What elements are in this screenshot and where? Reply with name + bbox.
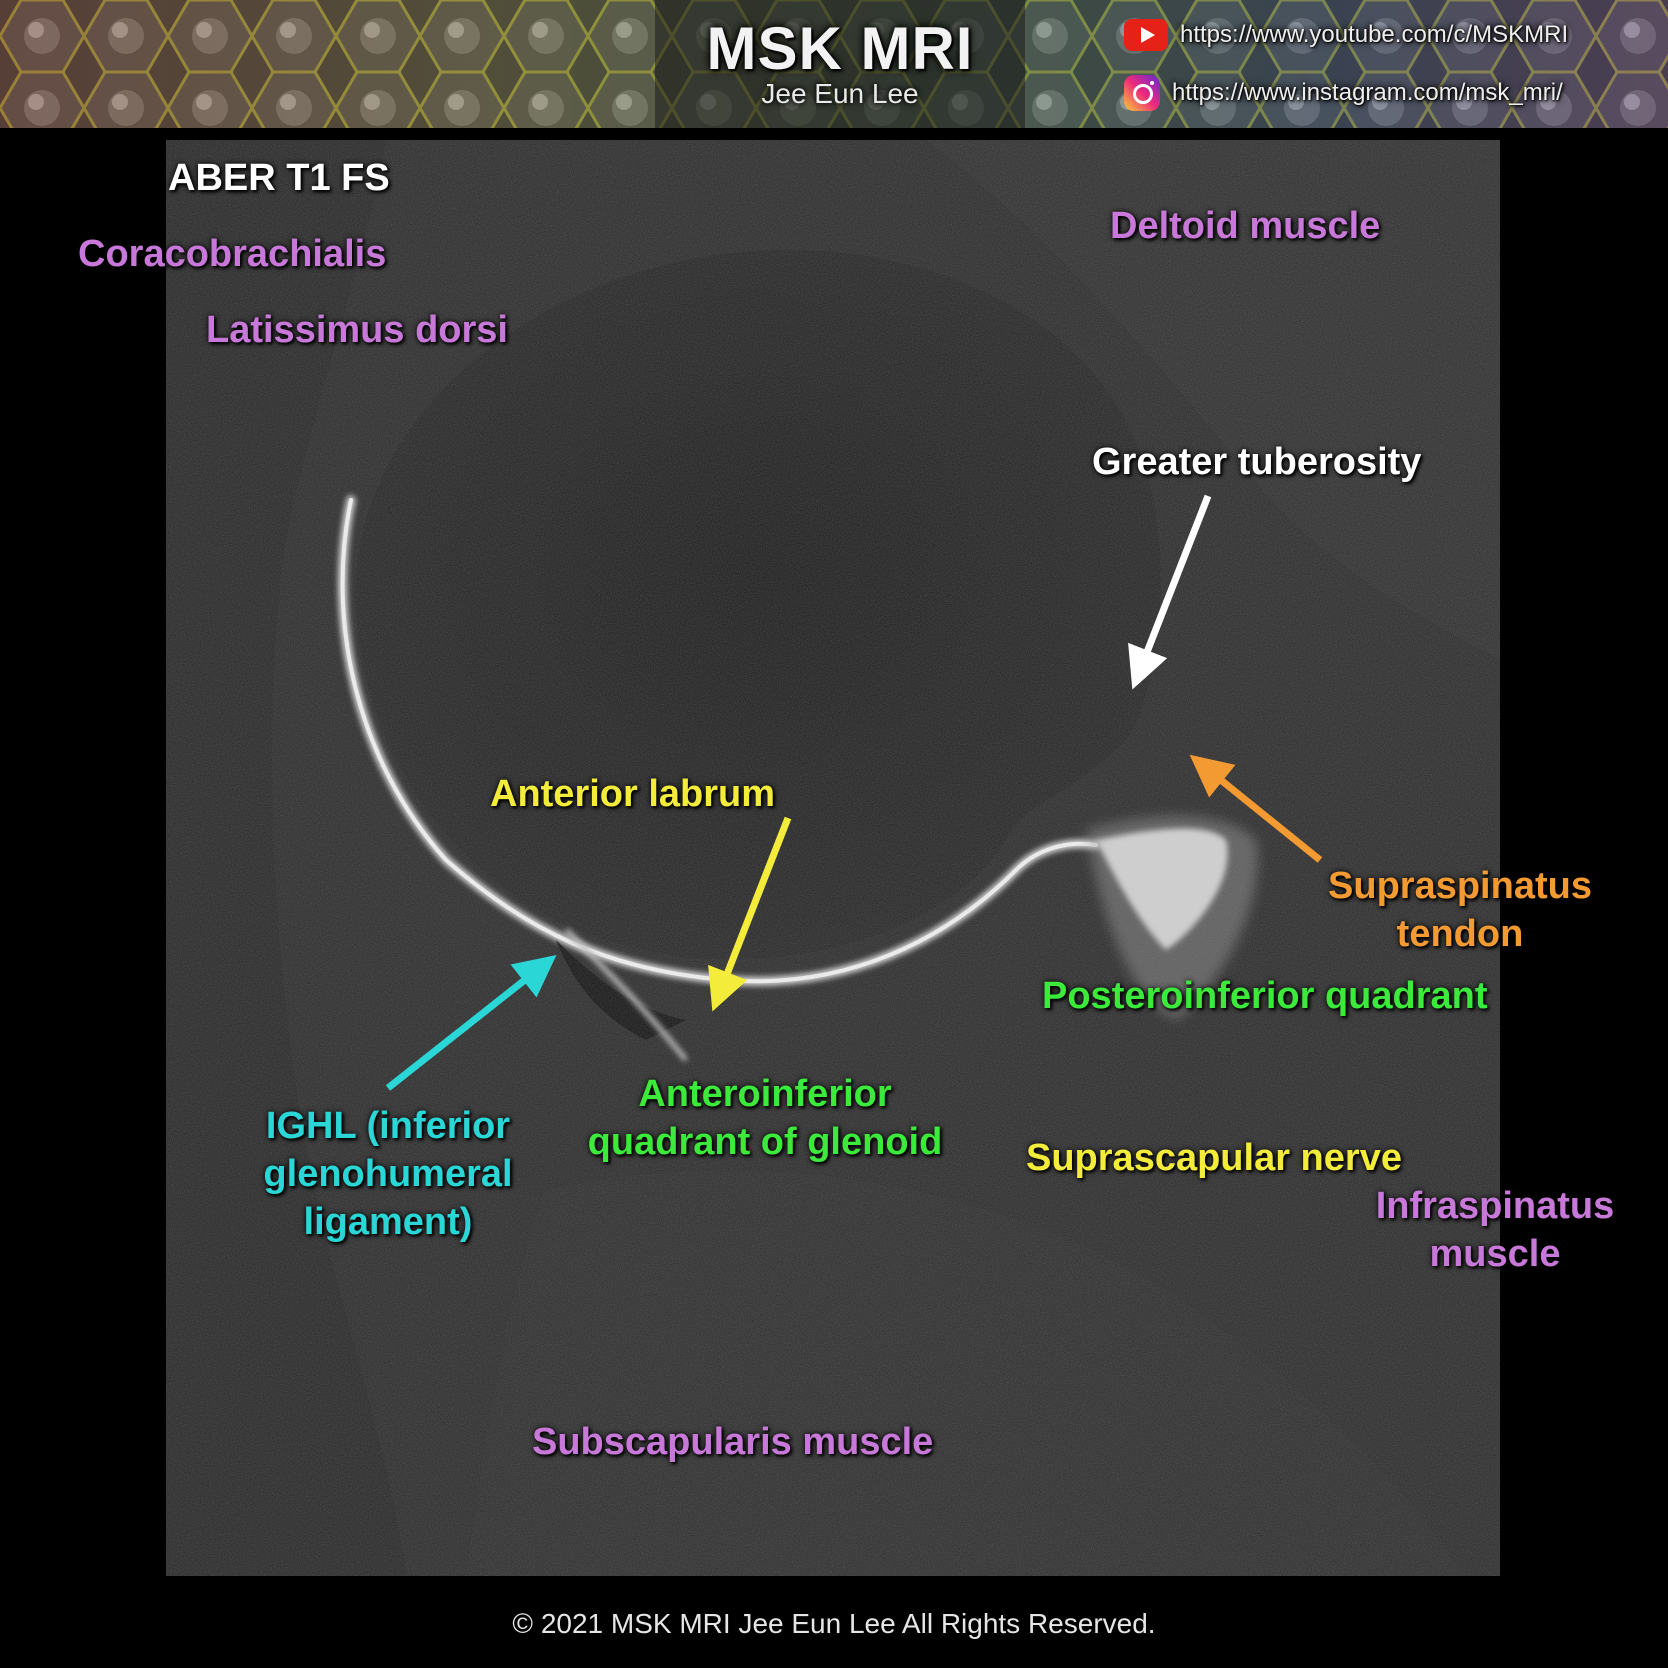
mri-image xyxy=(166,140,1500,1576)
label-ighl-line-2: glenohumeral xyxy=(263,1153,513,1195)
label-infraspinatus-muscle: Infraspinatus muscle xyxy=(1350,1182,1640,1278)
copyright-notice: © 2021 MSK MRI Jee Eun Lee All Rights Re… xyxy=(512,1608,1156,1639)
label-greater-tuberosity: Greater tuberosity xyxy=(1092,441,1422,483)
anterior-labrum-arrow xyxy=(708,816,792,1012)
label-infraspinatus-line-1: Infraspinatus xyxy=(1375,1185,1615,1227)
label-ighl-line-3: ligament) xyxy=(303,1201,473,1243)
hexagon-mosaic-background xyxy=(0,0,1668,128)
label-deltoid-muscle: Deltoid muscle xyxy=(1110,205,1381,247)
supraspinatus-tendon-arrow xyxy=(1189,754,1323,863)
label-supraspinatus-tendon: Supraspinatus tendon xyxy=(1310,862,1610,958)
youtube-url[interactable]: https://www.youtube.com/c/MSKMRI xyxy=(1180,21,1569,48)
label-ighl: IGHL (inferior glenohumeral ligament) xyxy=(228,1102,548,1246)
label-ighl-line-1: IGHL (inferior xyxy=(265,1105,511,1147)
label-anterior-labrum: Anterior labrum xyxy=(490,773,776,815)
header-banner: MSK MRI Jee Eun Lee https://www.youtube.… xyxy=(0,0,1668,128)
label-latissimus-dorsi: Latissimus dorsi xyxy=(206,309,508,351)
label-coracobrachialis: Coracobrachialis xyxy=(78,233,387,275)
label-anteroinferior-line-2: quadrant of glenoid xyxy=(587,1121,943,1163)
sequence-label: ABER T1 FS xyxy=(168,157,390,199)
greater-tuberosity-arrow xyxy=(1128,494,1212,690)
brand-title: MSK MRI xyxy=(706,15,974,82)
label-supraspinatus-line-1: Supraspinatus xyxy=(1328,865,1592,907)
instagram-icon xyxy=(1124,75,1160,111)
brand-subtitle: Jee Eun Lee xyxy=(761,78,919,109)
youtube-icon xyxy=(1124,19,1168,51)
label-infraspinatus-line-2: muscle xyxy=(1429,1233,1561,1275)
label-anteroinferior-line-1: Anteroinferior xyxy=(638,1073,892,1115)
ighl-arrow xyxy=(385,954,557,1091)
label-subscapularis-muscle: Subscapularis muscle xyxy=(532,1421,934,1463)
label-supraspinatus-line-2: tendon xyxy=(1396,913,1524,955)
instagram-url[interactable]: https://www.instagram.com/msk_mri/ xyxy=(1172,79,1563,106)
mri-anatomy-rendering xyxy=(166,140,1500,1576)
instagram-link[interactable]: https://www.instagram.com/msk_mri/ xyxy=(1124,72,1563,114)
youtube-link[interactable]: https://www.youtube.com/c/MSKMRI xyxy=(1124,14,1568,56)
brand-block: MSK MRI Jee Eun Lee xyxy=(640,0,1040,128)
label-suprascapular-nerve: Suprascapular nerve xyxy=(1026,1137,1402,1179)
label-anteroinferior-quadrant: Anteroinferior quadrant of glenoid xyxy=(560,1070,970,1166)
label-posteroinferior-quadrant: Posteroinferior quadrant xyxy=(1042,975,1488,1017)
